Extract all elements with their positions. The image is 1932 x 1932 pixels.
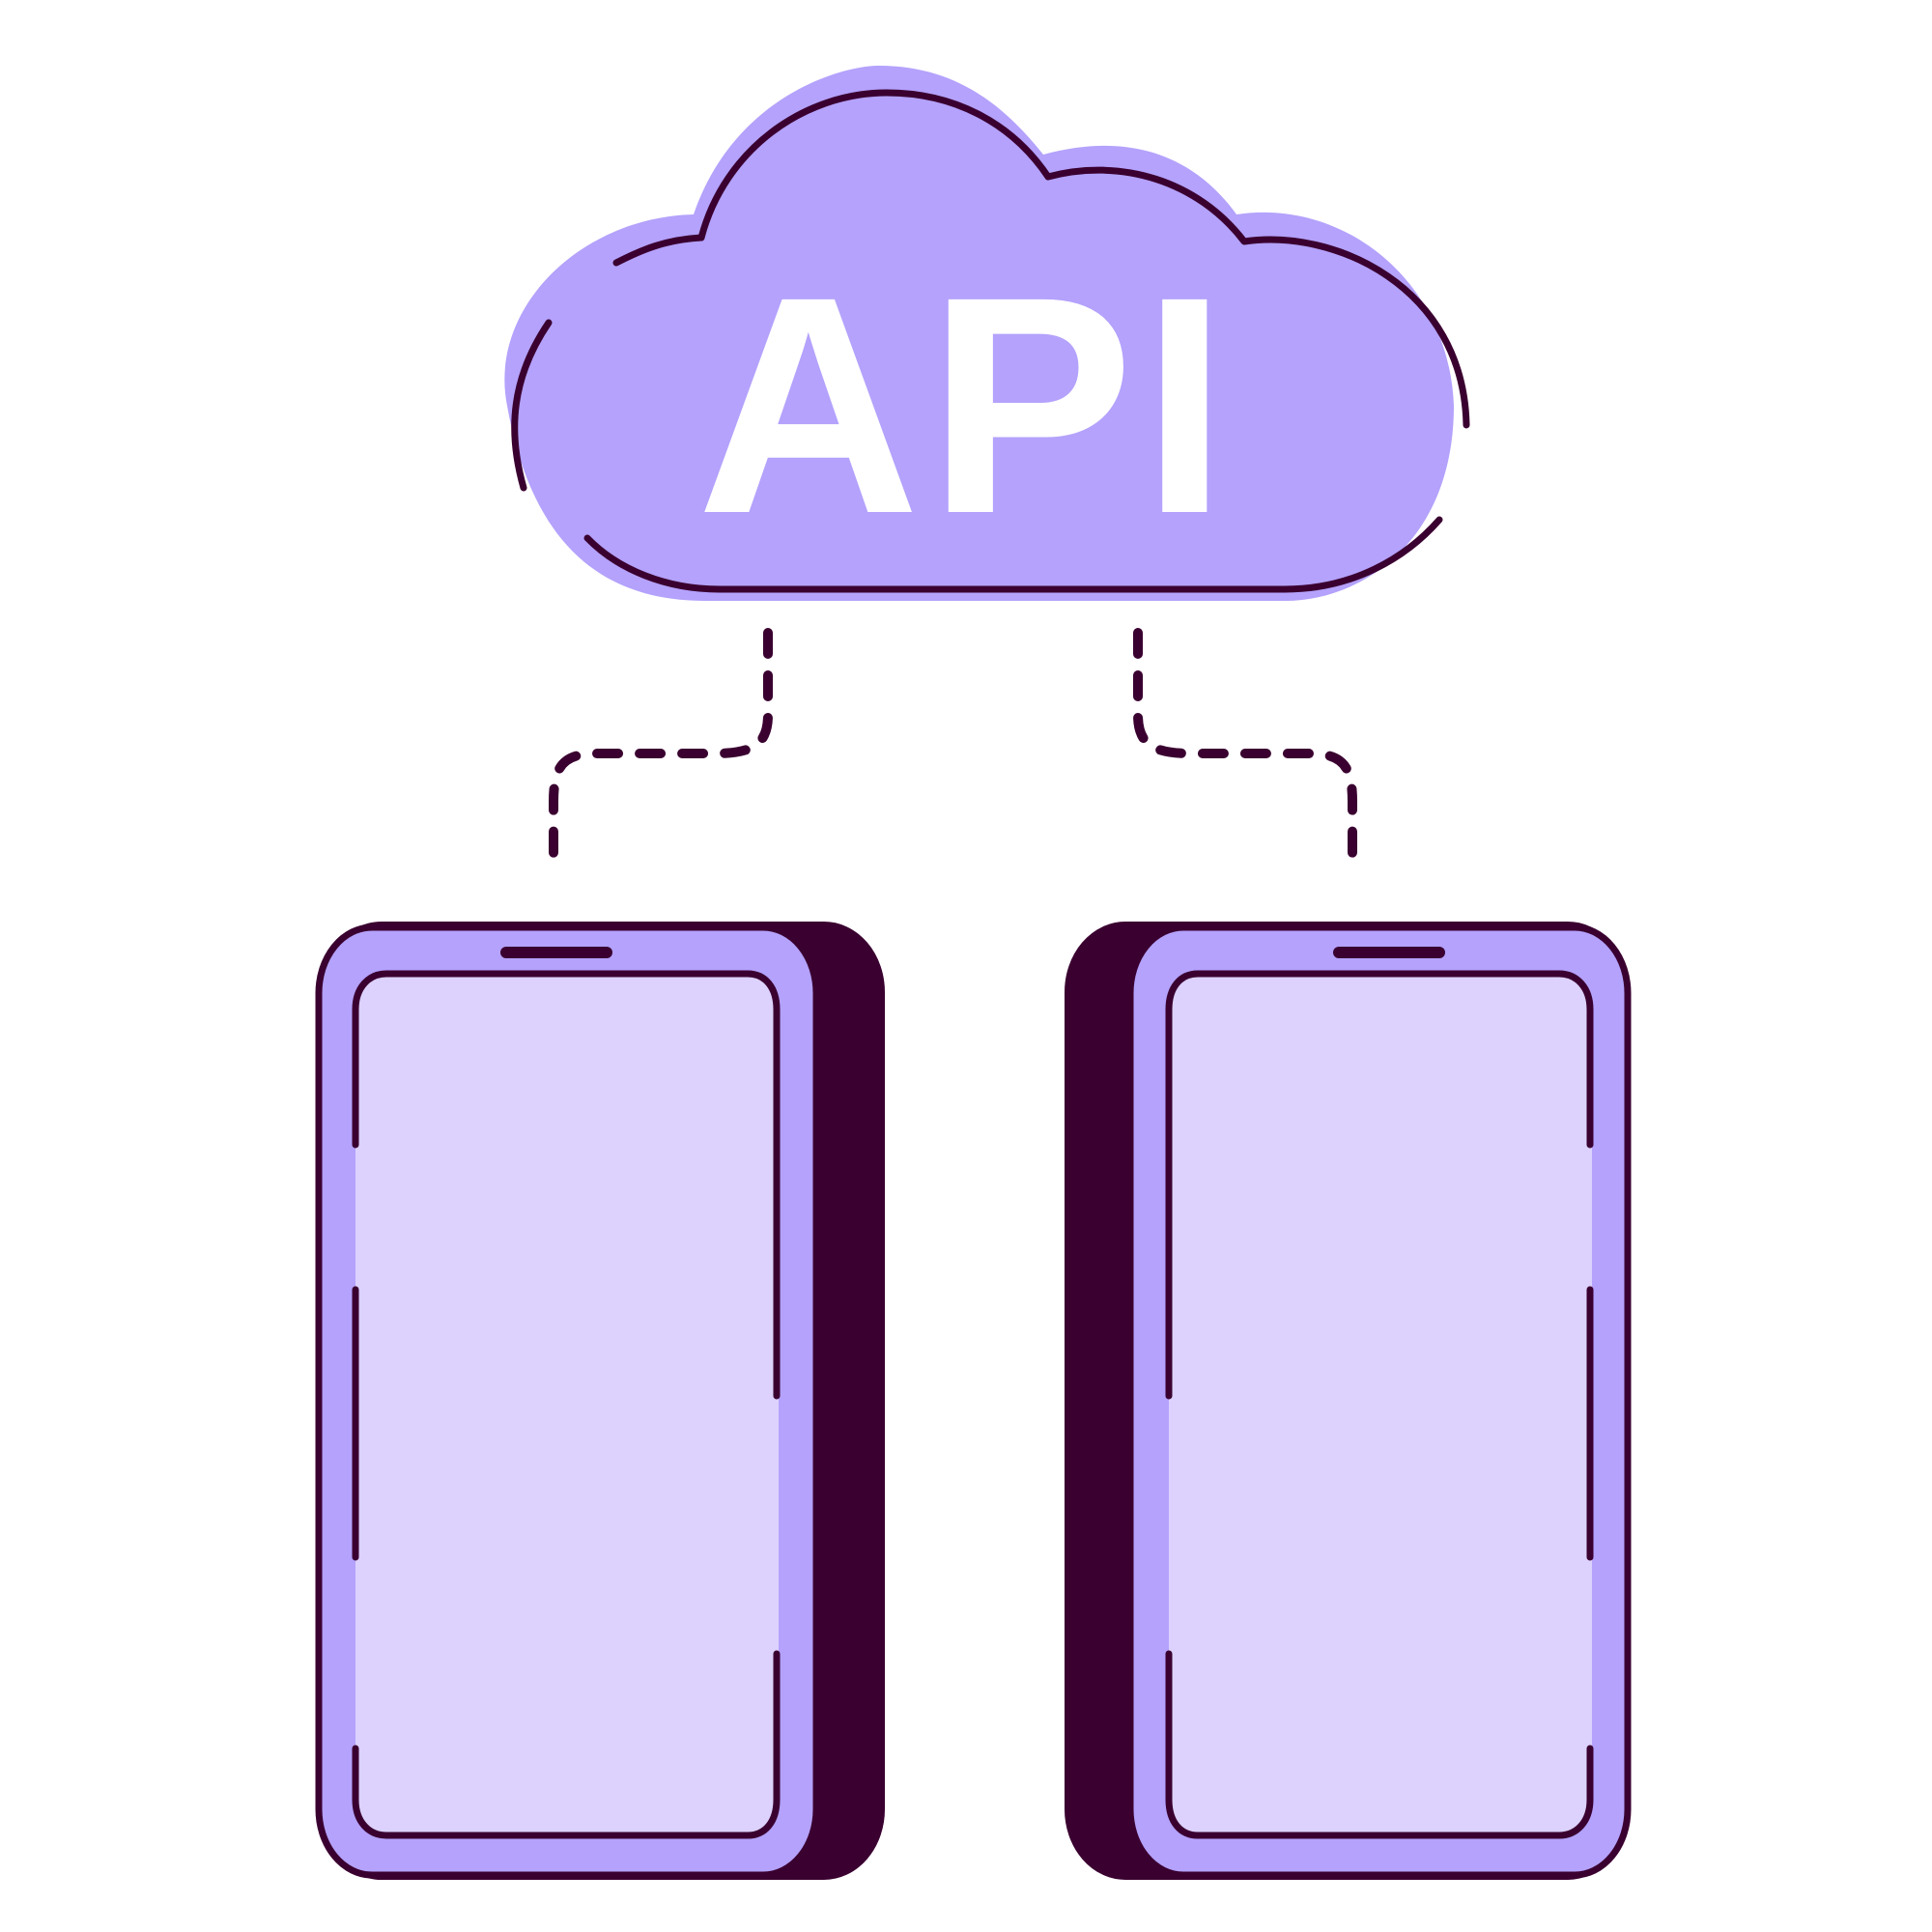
right-phone-screen	[1169, 976, 1592, 1835]
right-screen-outline-bottom	[1165, 1650, 1594, 1839]
dashed-connector-right	[1133, 628, 1357, 860]
cloud-outline-left	[511, 319, 553, 492]
cloud-outline-top	[697, 89, 1470, 429]
left-screen-outline-top	[352, 970, 781, 1400]
cloud-outline-left-top	[612, 234, 705, 267]
right-phone-speaker	[1333, 947, 1445, 958]
cloud-icon: API	[504, 66, 1470, 601]
left-phone-speaker	[500, 947, 612, 958]
right-screen-outline-top	[1165, 970, 1594, 1400]
left-screen-outline-bottom	[352, 1650, 781, 1839]
cloud-fill	[504, 66, 1454, 601]
cloud-label: API	[696, 232, 1235, 578]
left-phone-screen	[355, 976, 779, 1835]
smartphone-icon	[315, 922, 885, 1880]
smartphone-icon	[1065, 922, 1632, 1880]
cloud-outline-bottom	[583, 516, 1443, 593]
dashed-connector-left	[549, 628, 773, 860]
